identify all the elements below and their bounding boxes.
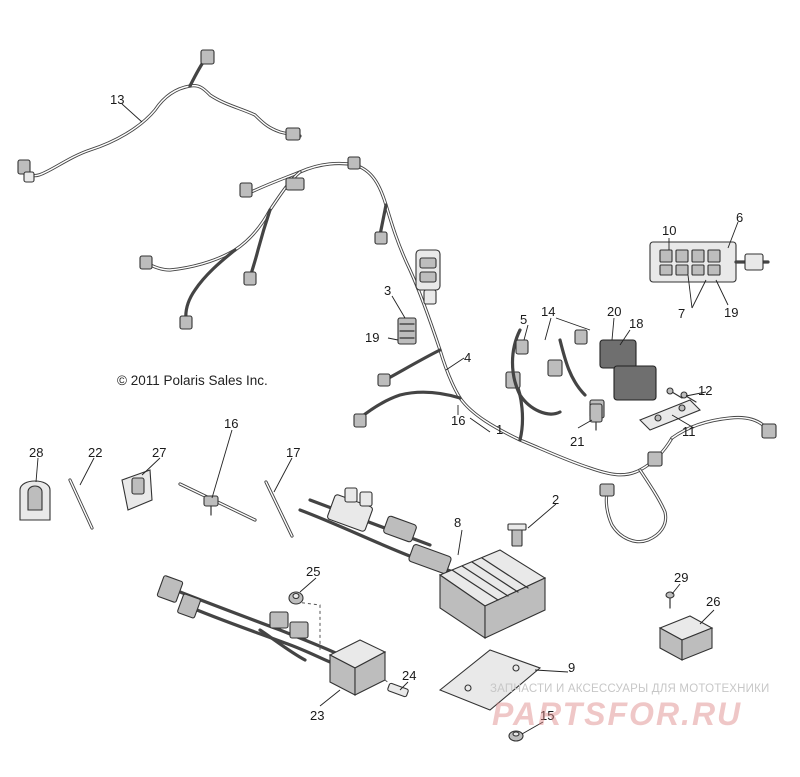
callout-19: 19 (365, 330, 379, 345)
connector-icon (179, 315, 193, 330)
callout-19b: 19 (724, 305, 738, 320)
relay-26 (658, 615, 714, 661)
leader-lines (35, 103, 739, 735)
regulator-8 (298, 487, 547, 640)
callout-labels: 13 3 19 4 16 1 5 14 20 18 10 6 7 19 12 1… (29, 92, 743, 723)
connector-icon (243, 271, 257, 286)
watermark-tagline: ЗАПЧАСТИ И АКСЕССУАРЫ ДЛЯ МОТОТЕХНИКИ (490, 683, 770, 695)
connector-icon (647, 451, 663, 467)
tie-22 (68, 478, 94, 530)
callout-22: 22 (88, 445, 102, 460)
connector-icon (200, 49, 215, 65)
callout-25: 25 (306, 564, 320, 579)
switch-component (415, 249, 441, 305)
callout-23: 23 (310, 708, 324, 723)
connector-icon (761, 423, 777, 439)
callout-16b: 16 (224, 416, 238, 431)
bracket-11 (639, 399, 701, 431)
connector-icon (377, 373, 391, 387)
callout-20: 20 (607, 304, 621, 319)
callout-1: 1 (496, 422, 503, 437)
holder-27 (121, 469, 153, 511)
screws-12 (666, 387, 697, 403)
pad-9 (438, 649, 542, 711)
connector-icon (547, 359, 563, 377)
callout-27: 27 (152, 445, 166, 460)
connector-icon (285, 177, 305, 191)
module-23 (156, 575, 396, 696)
callout-26: 26 (706, 594, 720, 609)
callout-6: 6 (736, 210, 743, 225)
clip-28 (19, 480, 51, 521)
tie-17 (264, 480, 294, 538)
bolt-24 (387, 682, 409, 698)
callout-11: 11 (682, 424, 696, 439)
callout-18: 18 (629, 316, 643, 331)
connector-21 (589, 403, 603, 431)
callout-7: 7 (678, 306, 685, 321)
relay-icon (599, 339, 637, 369)
connector-icon (239, 182, 253, 198)
relay-icon (613, 365, 657, 401)
callout-17: 17 (286, 445, 300, 460)
connector-icon (515, 339, 529, 355)
callout-3: 3 (384, 283, 391, 298)
connector-icon (139, 255, 153, 270)
callout-13: 13 (110, 92, 124, 107)
callout-9: 9 (568, 660, 575, 675)
callout-15: 15 (540, 708, 554, 723)
callout-24: 24 (402, 668, 416, 683)
watermark-logo: PARTSFOR.RU (492, 696, 743, 732)
tie-16 (178, 482, 257, 522)
connector-icon (574, 329, 588, 345)
callout-5: 5 (520, 312, 527, 327)
callout-4: 4 (464, 350, 471, 365)
callout-10: 10 (662, 223, 676, 238)
callout-8: 8 (454, 515, 461, 530)
rear-harness-13 (17, 49, 302, 183)
control-module (328, 639, 387, 696)
connector-icon (374, 231, 388, 245)
nut-15 (508, 730, 524, 742)
callout-29: 29 (674, 570, 688, 585)
connector-block-3 (397, 317, 417, 345)
callout-28: 28 (29, 445, 43, 460)
connector-icon (347, 156, 361, 170)
callout-14: 14 (541, 304, 555, 319)
copyright-notice: © 2011 Polaris Sales Inc. (117, 373, 268, 388)
connector-icon (285, 127, 301, 141)
connector-icon (353, 413, 367, 428)
callout-12: 12 (698, 383, 712, 398)
fuse-box-10 (649, 241, 770, 283)
relay-cluster (510, 328, 657, 419)
bolt-2 (507, 523, 527, 547)
callout-16: 16 (451, 413, 465, 428)
connector-icon (599, 483, 615, 497)
grommet-25 (288, 591, 304, 605)
regulator-body (438, 549, 547, 640)
callout-21: 21 (570, 434, 584, 449)
screw-29 (665, 591, 675, 609)
main-harness-1 (139, 156, 777, 544)
callout-2: 2 (552, 492, 559, 507)
